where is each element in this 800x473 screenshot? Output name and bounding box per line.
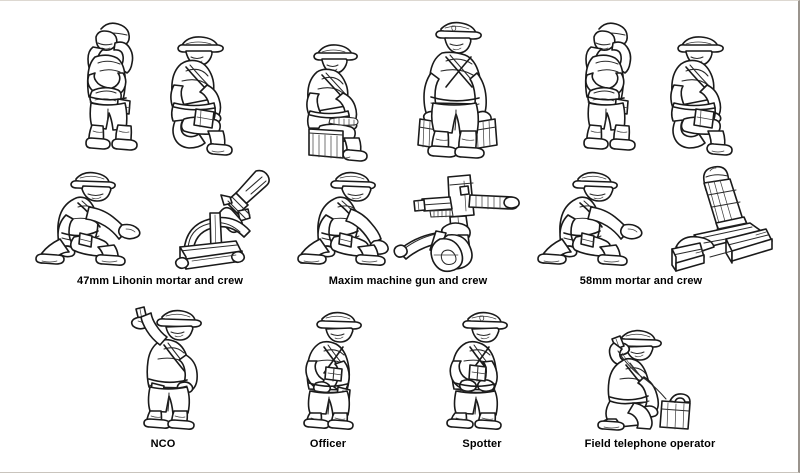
caption-spotter: Spotter bbox=[462, 438, 502, 450]
caption-47mm-group: 47mm Lihonin mortar and crew bbox=[76, 275, 243, 287]
figure-officer-with-binoculars bbox=[294, 307, 394, 430]
weapon-maxim-machine-gun bbox=[393, 173, 522, 273]
figure-ammo-carrier-two-boxes bbox=[405, 15, 515, 161]
weapon-58mm-mortar bbox=[666, 165, 790, 272]
caption-field-telephone-operator: Field telephone operator bbox=[584, 438, 716, 450]
figure-crewman-seated-holding-round-58mm bbox=[660, 27, 770, 161]
caption-58mm-group: 58mm mortar and crew bbox=[579, 275, 703, 287]
figure-loader-standing-carrying-round-58mm bbox=[550, 13, 660, 161]
figure-kneeling-crewman-pointing-58mm bbox=[524, 167, 664, 267]
figure-kneeling-gunner-pointing-maxim bbox=[296, 167, 416, 267]
caption-officer: Officer bbox=[309, 438, 347, 450]
figure-crewman-seated-on-box-maxim bbox=[300, 37, 400, 163]
figure-loader-standing-carrying-round-47mm bbox=[52, 13, 162, 161]
caption-nco: NCO bbox=[150, 438, 176, 450]
figure-nco-with-pistol-raised bbox=[112, 303, 216, 430]
figure-kneeling-crewman-pointing-47mm bbox=[22, 167, 162, 267]
weapon-47mm-lihonin-mortar bbox=[172, 167, 292, 271]
figure-field-telephone-operator bbox=[596, 327, 716, 431]
figure-crewman-seated-on-box-47mm bbox=[160, 27, 270, 161]
caption-maxim-group: Maxim machine gun and crew bbox=[328, 275, 488, 287]
figure-spotter-standing bbox=[438, 307, 538, 430]
